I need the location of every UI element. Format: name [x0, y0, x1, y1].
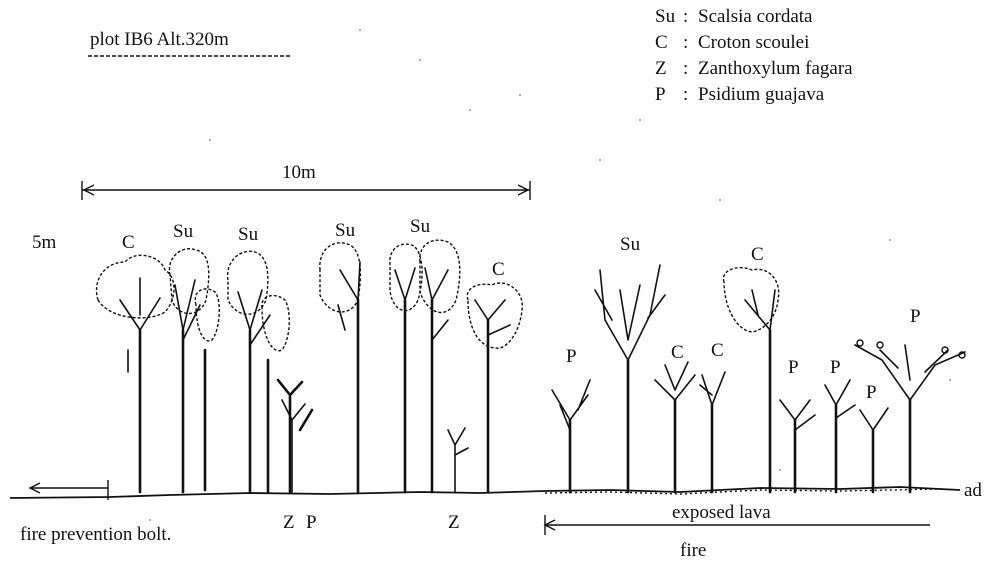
tree-label: C [751, 244, 764, 265]
tree-psidium [552, 380, 590, 492]
legend-sep-z: : [683, 58, 688, 79]
legend-code-p: P [655, 84, 666, 105]
tree-label: Su [410, 216, 431, 237]
tree-scalesia [169, 249, 219, 492]
vertical-scale-label: 5m [32, 232, 57, 253]
species-legend: Su : Scalsia cordata C : Croton scoulei … [655, 6, 853, 105]
tree-label: Su [238, 224, 259, 245]
tree-croton [700, 372, 725, 492]
tree-scalesia [595, 265, 665, 492]
horizontal-scale-bar: 10m [82, 162, 530, 200]
exposed-lava-label: exposed lava [672, 502, 771, 523]
legend-sep-p: : [683, 84, 688, 105]
tree-psidium [780, 400, 815, 492]
tree-labels: C Su Su Su Su C Su C P C C P P P P [122, 216, 921, 403]
legend-name-c: Croton scoulei [698, 32, 809, 53]
legend-code-z: Z [655, 58, 667, 79]
tree-croton [655, 362, 695, 492]
tree-croton [723, 268, 778, 492]
tree-label: C [671, 342, 684, 363]
tree-label: C [492, 259, 505, 280]
tree-label: P [866, 382, 877, 403]
understory-label: Z [283, 512, 295, 533]
legend-code-su: Su [655, 6, 676, 27]
tree-label: P [566, 346, 577, 367]
tree-label: P [788, 357, 799, 378]
edge-label: ad [964, 480, 982, 501]
legend-name-z: Zanthoxylum fagara [698, 58, 853, 79]
fire-prevention-marker: fire prevention bolt. [20, 480, 171, 545]
understory-label: Z [448, 512, 460, 533]
fire-zone-marker: exposed lava fire [545, 502, 930, 561]
legend-code-c: C [655, 32, 668, 53]
tree-scalesia [420, 240, 460, 492]
understory-label: P [306, 512, 317, 533]
tree-label: P [910, 306, 921, 327]
tree-scalesia [228, 251, 312, 492]
fire-label: fire [680, 540, 706, 561]
tree-label: P [830, 357, 841, 378]
tree-label: Su [173, 221, 194, 242]
tree-scalesia [320, 243, 422, 492]
tree-croton [97, 255, 174, 492]
legend-sep-su: : [683, 6, 688, 27]
tree-label: Su [620, 234, 641, 255]
scale-10m-label: 10m [282, 162, 316, 183]
tree-label: C [711, 340, 724, 361]
tree-croton [467, 283, 522, 492]
fire-prevention-label: fire prevention bolt. [20, 524, 171, 545]
tree-psidium [855, 340, 965, 492]
legend-sep-c: : [683, 32, 688, 53]
tree-label: C [122, 232, 135, 253]
tree-label: Su [335, 220, 356, 241]
plot-label: plot IB6 Alt.320m [90, 29, 229, 50]
tree-psidium [860, 408, 888, 492]
tree-psidium [825, 380, 855, 492]
legend-name-su: Scalsia cordata [698, 6, 813, 27]
ground-line [10, 487, 960, 498]
legend-name-p: Psidium guajava [698, 84, 825, 105]
